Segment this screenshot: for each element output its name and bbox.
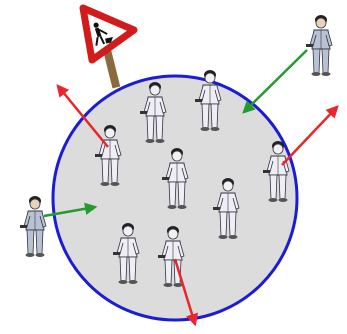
worker-outside	[19, 195, 47, 258]
arrow-leaving	[173, 258, 199, 327]
worker-outside	[305, 14, 333, 77]
sign-pole	[103, 49, 121, 89]
sign-triangle	[79, 4, 138, 64]
arrow-entering	[242, 49, 308, 114]
arrow-leaving	[281, 105, 339, 166]
arrow-leaving	[56, 84, 109, 148]
sign-worker-pictogram	[93, 22, 113, 46]
road-works-sign-icon	[79, 4, 138, 89]
arrow-entering	[43, 202, 98, 218]
